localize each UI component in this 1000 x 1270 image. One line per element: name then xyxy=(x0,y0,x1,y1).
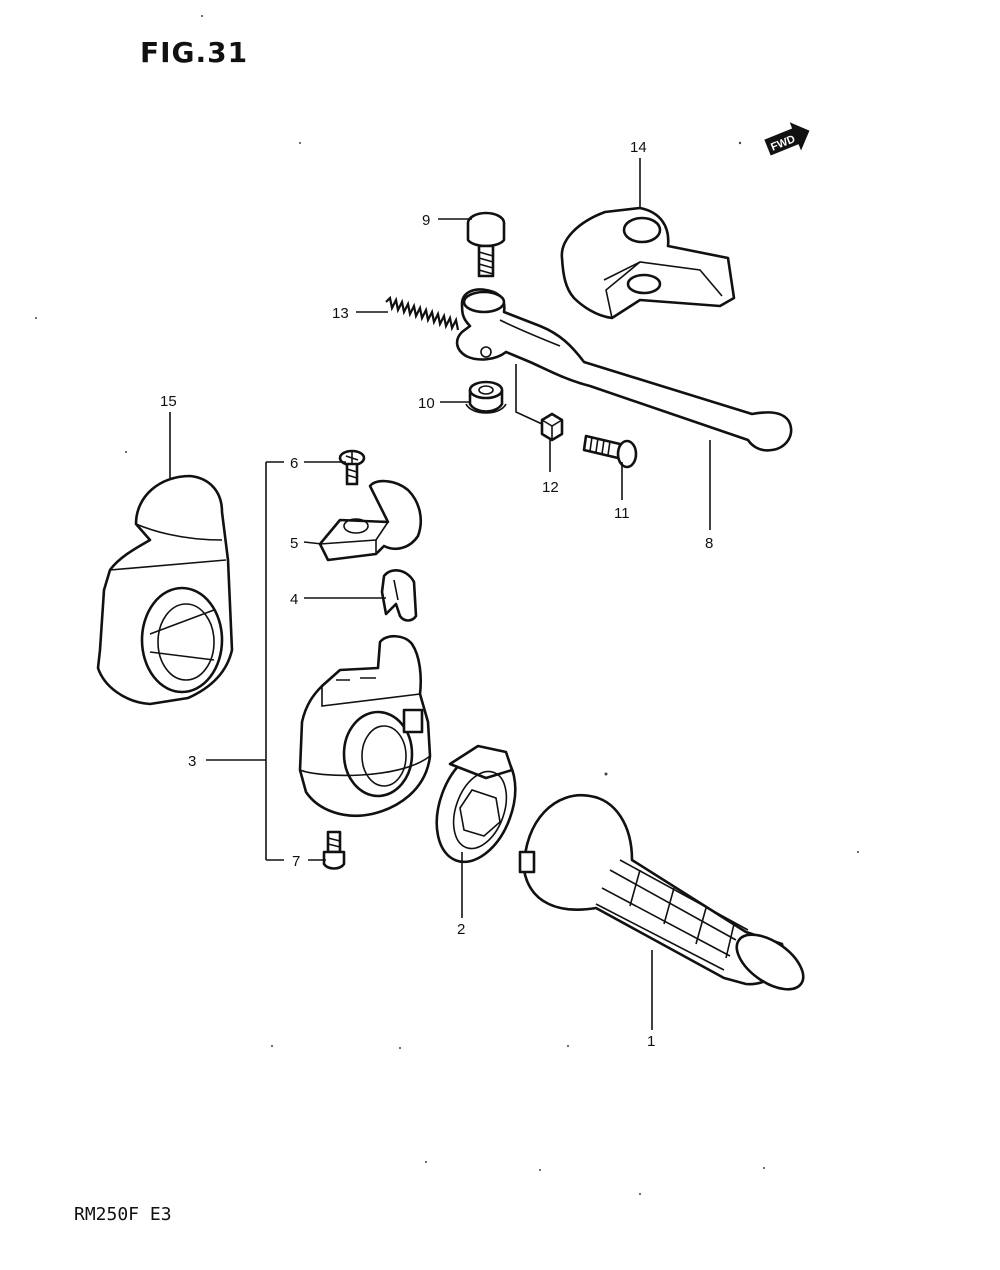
part-9-pivot-bolt xyxy=(466,211,506,278)
part-1-grip xyxy=(518,793,805,991)
part-3-lever-holder xyxy=(298,634,432,818)
callout-1: 1 xyxy=(647,1033,655,1050)
callout-10: 10 xyxy=(418,395,435,412)
callout-3: 3 xyxy=(188,753,196,770)
callout-5: 5 xyxy=(290,535,298,552)
part-11-adjuster-bolt xyxy=(582,434,638,469)
part-15-housing-cover xyxy=(96,474,234,706)
part-6-screw xyxy=(338,449,366,486)
part-4-clip xyxy=(380,569,418,622)
part-14-lever-boot xyxy=(560,206,736,320)
part-8-clutch-lever xyxy=(455,288,793,452)
callout-14: 14 xyxy=(630,139,647,156)
scan-specks xyxy=(35,15,859,1195)
callout-4: 4 xyxy=(290,591,298,608)
callout-11: 11 xyxy=(614,505,630,522)
part-5-cable-clamp xyxy=(318,479,422,562)
callout-labels: 1 2 3 4 5 6 7 8 9 10 11 12 13 14 15 xyxy=(160,139,713,1050)
figure-title: FIG.31 xyxy=(140,36,249,69)
callout-9: 9 xyxy=(422,212,430,229)
callout-6: 6 xyxy=(290,455,298,472)
callout-15: 15 xyxy=(160,393,177,410)
model-code: RM250F E3 xyxy=(74,1204,172,1225)
leader-lines xyxy=(169,158,711,1030)
callout-8: 8 xyxy=(705,535,713,552)
callout-12: 12 xyxy=(542,479,559,496)
part-12-nut xyxy=(540,412,564,442)
part-7-screw xyxy=(322,830,346,870)
fwd-arrow-icon: FWD xyxy=(764,122,810,156)
callout-13: 13 xyxy=(332,305,349,322)
part-2-guide-ring xyxy=(435,744,517,864)
part-13-spring xyxy=(385,295,460,332)
callout-7: 7 xyxy=(292,853,300,870)
part-10-flange-nut xyxy=(465,380,507,414)
callout-2: 2 xyxy=(457,921,465,938)
